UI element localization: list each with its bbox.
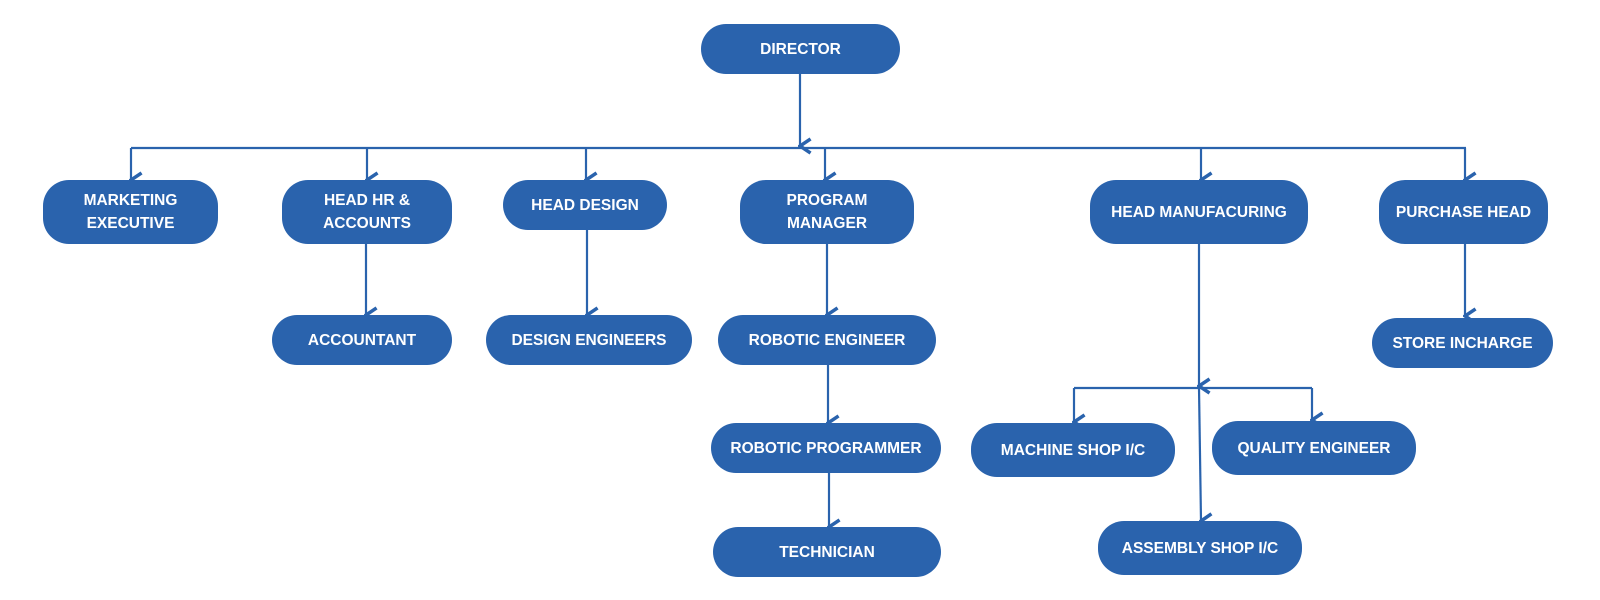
node-assembly-shop-ic: ASSEMBLY SHOP I/C	[1098, 521, 1302, 575]
node-accountant: ACCOUNTANT	[272, 315, 452, 365]
node-head-hr-accounts: HEAD HR & ACCOUNTS	[282, 180, 452, 244]
node-machine-shop-ic: MACHINE SHOP I/C	[971, 423, 1175, 477]
node-quality-engineer: QUALITY ENGINEER	[1212, 421, 1416, 475]
node-technician: TECHNICIAN	[713, 527, 941, 577]
node-purchase-head: PURCHASE HEAD	[1379, 180, 1548, 244]
node-design-engineers: DESIGN ENGINEERS	[486, 315, 692, 365]
node-store-incharge: STORE INCHARGE	[1372, 318, 1553, 368]
node-robotic-programmer: ROBOTIC PROGRAMMER	[711, 423, 941, 473]
node-head-manufacuring: HEAD MANUFACURING	[1090, 180, 1308, 244]
node-robotic-engineer: ROBOTIC ENGINEER	[718, 315, 936, 365]
connector-to-assembly-shop-ic	[1197, 387, 1201, 521]
node-director: DIRECTOR	[701, 24, 900, 74]
node-program-manager: PROGRAM MANAGER	[740, 180, 914, 244]
node-marketing-executive: MARKETING EXECUTIVE	[43, 180, 218, 244]
node-head-design: HEAD DESIGN	[503, 180, 667, 230]
